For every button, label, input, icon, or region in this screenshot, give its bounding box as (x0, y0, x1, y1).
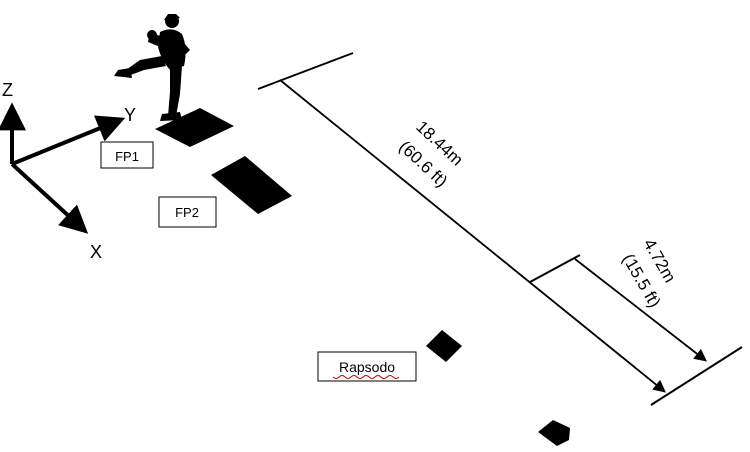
rapsodo-device-icon (426, 330, 462, 362)
y-axis-line (11, 115, 126, 166)
x-axis-label: X (90, 242, 102, 262)
axis-triad: Z Y X (0, 80, 136, 262)
force-plate-1 (155, 108, 234, 147)
rapsodo-label: Rapsodo (339, 359, 395, 375)
z-axis-label: Z (2, 80, 13, 100)
release-to-plate-line (574, 258, 707, 362)
release-tick-line (529, 254, 581, 283)
release-distance-dimension: 4.72m (15.5 ft) (529, 236, 707, 362)
mound-to-plate-line (279, 79, 666, 393)
spellcheck-underline (332, 375, 400, 379)
home-plate-icon (538, 420, 570, 446)
fp1-label-box: FP1 (100, 141, 154, 169)
rapsodo-label-box: Rapsodo (317, 351, 417, 382)
plate-tick-line (650, 346, 743, 406)
pitcher-silhouette-icon (114, 14, 190, 121)
fp2-label-box: FP2 (158, 196, 217, 228)
x-axis-line (10, 162, 89, 234)
fp1-label: FP1 (115, 149, 139, 164)
mound-tick-line (257, 52, 354, 90)
force-plate-2 (211, 156, 292, 214)
fp2-label: FP2 (175, 205, 199, 220)
y-axis-label: Y (124, 105, 136, 125)
